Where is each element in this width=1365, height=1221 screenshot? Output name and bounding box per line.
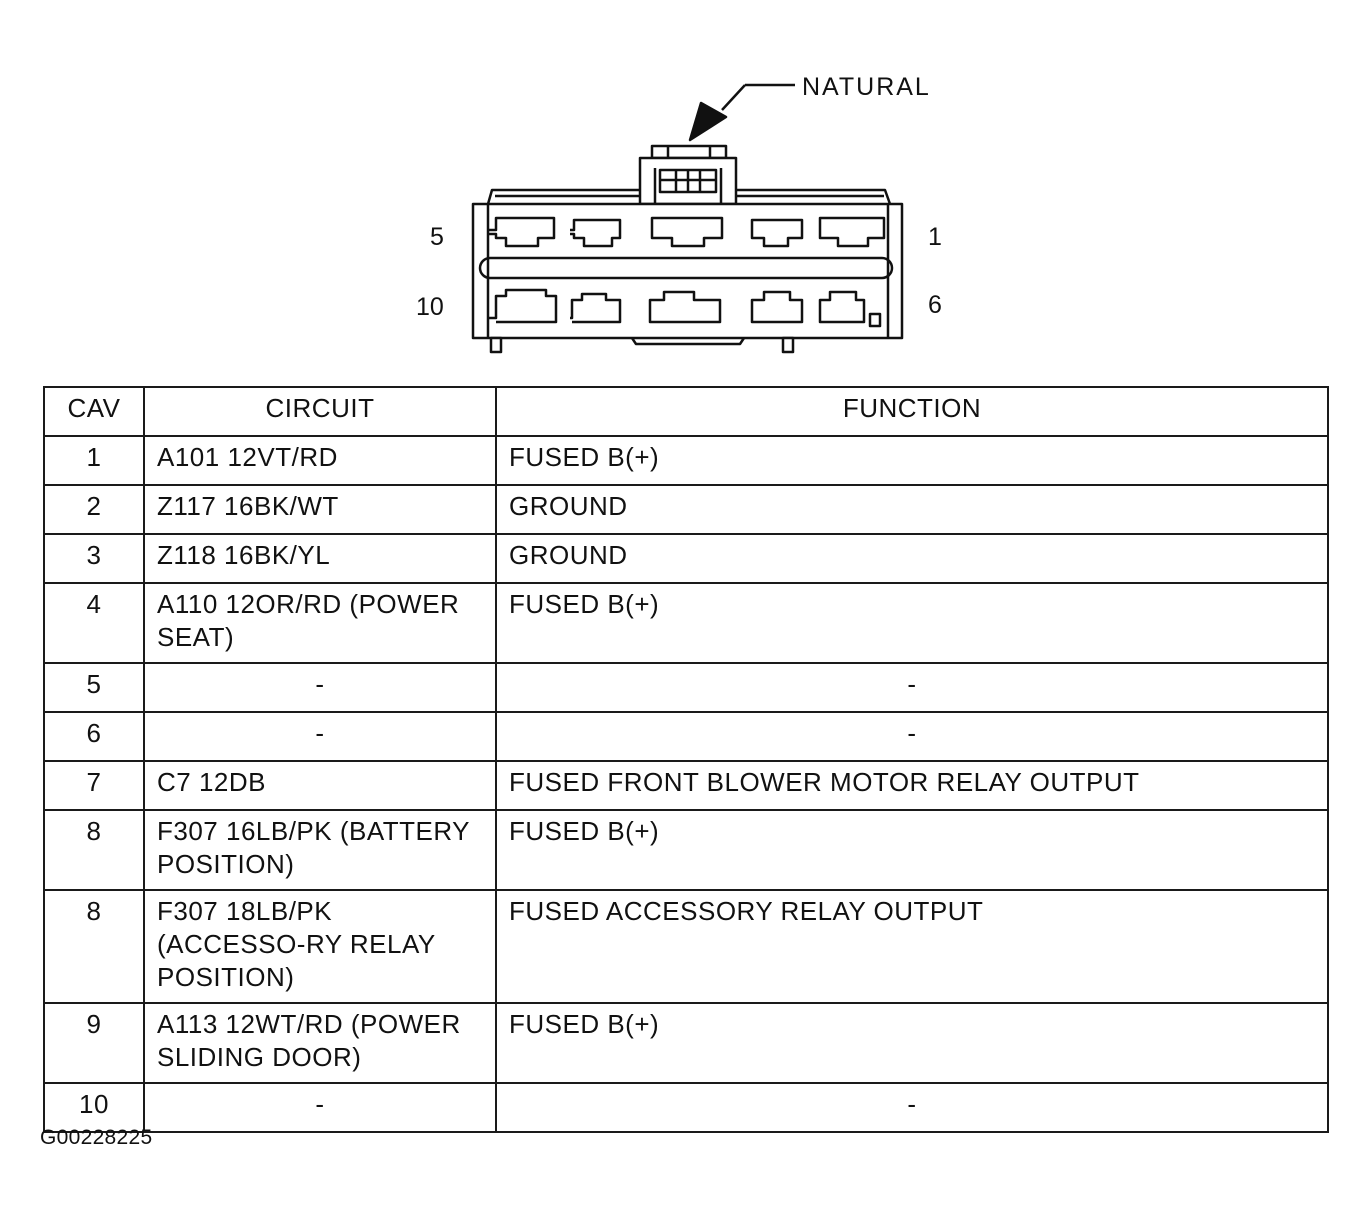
circuit-cell: Z117 16BK/WT	[143, 484, 497, 535]
function-cell: -	[495, 1082, 1329, 1133]
bottom-cavity-row	[489, 288, 882, 328]
center-slot	[478, 256, 894, 280]
table-row: 6 - -	[43, 711, 1329, 762]
cav-cell: 6	[43, 711, 145, 762]
connector-body	[471, 202, 904, 340]
function-cell: FUSED B(+)	[495, 1002, 1329, 1084]
figure-id: G00228225	[40, 1126, 153, 1149]
function-cell: -	[495, 711, 1329, 762]
function-cell: FUSED B(+)	[495, 582, 1329, 664]
top-cavity-row	[489, 216, 886, 248]
function-cell: FUSED B(+)	[495, 809, 1329, 891]
cav-cell: 4	[43, 582, 145, 664]
header-circuit: CIRCUIT	[143, 386, 497, 437]
cav-cell: 1	[43, 435, 145, 486]
cav-cell: 9	[43, 1002, 145, 1084]
function-cell: GROUND	[495, 484, 1329, 535]
circuit-cell: F307 18LB/PK (ACCESSO-RY RELAY POSITION)	[143, 889, 497, 1004]
circuit-cell: C7 12DB	[143, 760, 497, 811]
connector-shroud	[486, 188, 892, 205]
header-cav: CAV	[43, 386, 145, 437]
connector-face-diagram: NATURAL 5 1 10 6	[416, 73, 942, 354]
circuit-cell: Z118 16BK/YL	[143, 533, 497, 584]
circuit-cell: -	[143, 662, 497, 713]
pin-label-6: 6	[928, 291, 942, 319]
table-row: 10 - -	[43, 1082, 1329, 1133]
cav-cell: 2	[43, 484, 145, 535]
function-cell: GROUND	[495, 533, 1329, 584]
callout-leader	[688, 83, 795, 142]
connector-latch	[638, 144, 738, 206]
circuit-cell: -	[143, 711, 497, 762]
function-cell: FUSED ACCESSORY RELAY OUTPUT	[495, 889, 1329, 1004]
function-cell: FUSED FRONT BLOWER MOTOR RELAY OUTPUT	[495, 760, 1329, 811]
circuit-cell: A110 12OR/RD (POWER SEAT)	[143, 582, 497, 664]
table-row: 7 C7 12DB FUSED FRONT BLOWER MOTOR RELAY…	[43, 760, 1329, 811]
pin-label-10: 10	[416, 293, 444, 321]
table-header-row: CAV CIRCUIT FUNCTION	[43, 386, 1329, 437]
function-cell: -	[495, 662, 1329, 713]
pin-label-5: 5	[430, 223, 444, 251]
function-cell: FUSED B(+)	[495, 435, 1329, 486]
table-row: 2 Z117 16BK/WT GROUND	[43, 484, 1329, 535]
table-row: 9 A113 12WT/RD (POWER SLIDING DOOR) FUSE…	[43, 1002, 1329, 1084]
circuit-cell: A113 12WT/RD (POWER SLIDING DOOR)	[143, 1002, 497, 1084]
connector-pinout-table: CAV CIRCUIT FUNCTION 1 A101 12VT/RD FUSE…	[43, 386, 1329, 1133]
circuit-cell: A101 12VT/RD	[143, 435, 497, 486]
pin-label-1: 1	[928, 223, 942, 251]
cav-cell: 8	[43, 809, 145, 891]
table-row: 3 Z118 16BK/YL GROUND	[43, 533, 1329, 584]
table-row: 1 A101 12VT/RD FUSED B(+)	[43, 435, 1329, 486]
cav-cell: 5	[43, 662, 145, 713]
header-function: FUNCTION	[495, 386, 1329, 437]
cav-cell: 3	[43, 533, 145, 584]
table-row: 4 A110 12OR/RD (POWER SEAT) FUSED B(+)	[43, 582, 1329, 664]
table-row: 8 F307 18LB/PK (ACCESSO-RY RELAY POSITIO…	[43, 889, 1329, 1004]
connector-feet	[489, 336, 795, 354]
cav-cell: 8	[43, 889, 145, 1004]
cav-cell: 10	[43, 1082, 145, 1133]
table-row: 5 - -	[43, 662, 1329, 713]
circuit-cell: -	[143, 1082, 497, 1133]
table-row: 8 F307 16LB/PK (BATTERY POSITION) FUSED …	[43, 809, 1329, 891]
circuit-cell: F307 16LB/PK (BATTERY POSITION)	[143, 809, 497, 891]
cav-cell: 7	[43, 760, 145, 811]
color-callout-label: NATURAL	[802, 73, 931, 101]
